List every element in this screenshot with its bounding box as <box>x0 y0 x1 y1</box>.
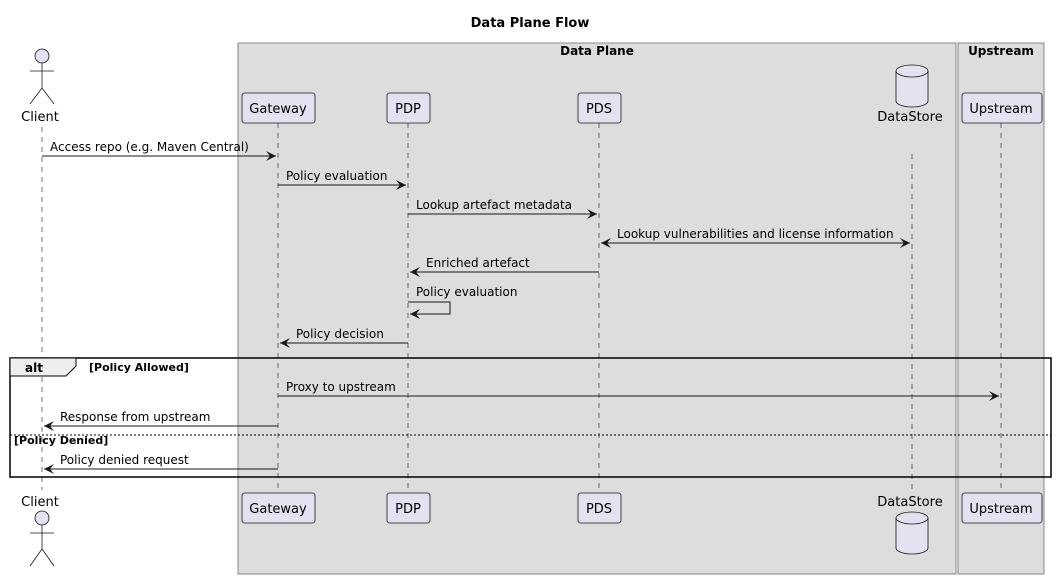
box-data-plane-title: Data Plane <box>560 44 634 58</box>
participant-label: PDS <box>586 502 612 517</box>
actor-icon <box>29 48 55 105</box>
participant-client-bottom: Client <box>21 495 59 567</box>
participant-pds-bottom: PDS <box>577 492 622 524</box>
participant-label: Upstream <box>969 102 1032 117</box>
participant-gateway-bottom: Gateway <box>241 492 316 524</box>
participant-label: Client <box>21 495 59 510</box>
message-label: Lookup vulnerabilities and license infor… <box>617 227 894 241</box>
box-data-plane: Data Plane <box>237 42 957 575</box>
message-label: Policy evaluation <box>416 285 517 299</box>
message-label: Lookup artefact metadata <box>416 198 572 212</box>
message-label: Enriched artefact <box>426 256 530 270</box>
alt-frame: alt [Policy Allowed] [Policy Denied] <box>9 357 1052 478</box>
message-label: Proxy to upstream <box>286 380 396 394</box>
participant-gateway-top: Gateway <box>241 92 316 124</box>
box-upstream-title: Upstream <box>968 44 1034 58</box>
participant-datastore-top: DataStore <box>877 64 943 125</box>
participant-pdp-top: PDP <box>386 92 431 124</box>
message-arrow <box>408 301 451 319</box>
participant-pds-top: PDS <box>577 92 622 124</box>
participant-pdp-bottom: PDP <box>386 492 431 524</box>
participant-label: DataStore <box>877 110 942 125</box>
alt-frame-label: alt <box>25 361 43 375</box>
participant-datastore-bottom: DataStore <box>877 495 943 555</box>
participant-upstream-bottom: Upstream <box>961 492 1043 524</box>
message-label: Response from upstream <box>60 410 210 424</box>
message-label: Policy decision <box>296 327 384 341</box>
message-label: Policy evaluation <box>286 169 387 183</box>
database-icon <box>895 511 929 555</box>
diagram-title: Data Plane Flow <box>471 16 590 31</box>
participant-upstream-top: Upstream <box>961 92 1043 124</box>
participant-label: DataStore <box>877 495 942 510</box>
participant-label: PDP <box>395 102 421 117</box>
messages <box>42 151 999 474</box>
participant-label: PDP <box>395 502 421 517</box>
message-labels: Access repo (e.g. Maven Central) Policy … <box>50 140 894 467</box>
alt-condition-denied: [Policy Denied] <box>14 434 108 447</box>
participant-label: Client <box>21 110 59 125</box>
participant-label: Upstream <box>969 502 1032 517</box>
message-label: Access repo (e.g. Maven Central) <box>50 140 249 154</box>
participant-label: Gateway <box>249 102 307 117</box>
participant-client-top: Client <box>21 48 59 125</box>
message-label: Policy denied request <box>60 453 189 467</box>
database-icon <box>895 64 929 108</box>
participant-label: PDS <box>586 102 612 117</box>
participant-label: Gateway <box>249 502 307 517</box>
alt-condition-allowed: [Policy Allowed] <box>89 361 189 374</box>
actor-icon <box>29 510 55 567</box>
